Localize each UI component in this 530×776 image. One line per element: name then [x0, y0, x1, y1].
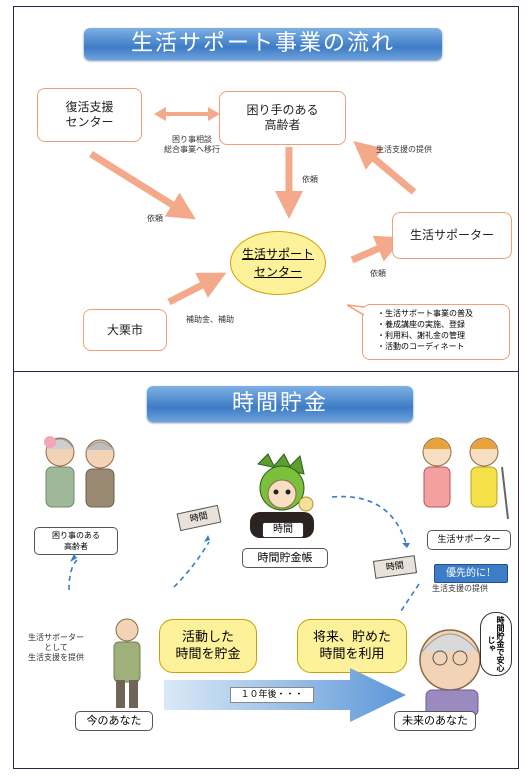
subsidy-note: 補助金、補助	[186, 315, 234, 324]
left-caption-line1: 生活サポーター	[28, 633, 84, 642]
years-later-label: １０年後・・・	[230, 687, 314, 703]
passbook-word: 時間	[262, 522, 304, 538]
transfer-note-line1: 困り事相談	[172, 135, 212, 144]
task-item: 生活サポート事業の普及	[377, 308, 503, 319]
request-note-left: 依頼	[147, 214, 163, 223]
dashed-flow-lines	[68, 495, 420, 615]
bubble-pointer	[347, 304, 365, 316]
supporter-box: 生活サポーター	[392, 212, 512, 259]
elderly-label-line2: 高齢者	[64, 542, 88, 551]
current-you-illustration	[113, 618, 141, 708]
passbook-label: 時間貯金帳	[242, 548, 328, 568]
reactivation-center-line1: 復活支援	[65, 100, 114, 114]
transfer-note: 困り事相談 総合事業へ移行	[164, 135, 220, 155]
center-tasks-bubble: 生活サポート事業の普及 養成講座の実施、登録 利用料、謝礼金の管理 活動のコーデ…	[362, 304, 510, 360]
request-note-right: 依頼	[370, 269, 386, 278]
provide-support-text: 生活支援の提供	[432, 584, 488, 593]
reactivation-center-box: 復活支援 センター	[37, 88, 142, 142]
task-item: 活動のコーディネート	[377, 341, 503, 352]
transfer-note-line2: 総合事業へ移行	[164, 145, 220, 154]
city-box: 大栗市	[83, 309, 167, 351]
arrow-center-to-supporter	[350, 235, 404, 264]
request-note-top: 依頼	[302, 175, 318, 184]
arrow-supporter-to-elderly	[353, 140, 417, 195]
speech-bubble: 時間貯金で安心じゃ	[480, 612, 512, 676]
left-caption: 生活サポーター として 生活支援を提供	[28, 633, 84, 663]
elderly-box: 困り手のある 高齢者	[219, 91, 346, 145]
use-time-bubble: 将来、貯めた 時間を利用	[297, 619, 407, 673]
you-future-label: 未来のあなた	[394, 711, 476, 731]
provide-note: 生活支援の提供	[376, 145, 432, 154]
left-caption-line2: として	[44, 643, 68, 652]
you-now-label: 今のあなた	[75, 711, 153, 731]
double-arrow-left	[154, 107, 166, 121]
saved-bubble-line2: 時間を貯金	[175, 647, 241, 662]
dashed-arrow-right	[331, 495, 408, 548]
supporters-illustration	[422, 437, 509, 520]
dashed-arrow-down	[398, 583, 420, 615]
elderly-label-line1: 困り事のある	[52, 531, 100, 540]
use-bubble-line1: 将来、貯めた	[312, 630, 391, 645]
support-center-line2: センター	[253, 265, 302, 279]
time-savings-panel: 時間貯金 困り事のある 高齢者 時間 時間貯金帳 時間 時間	[13, 371, 519, 769]
dashed-arrow-to-elderly	[68, 559, 78, 591]
elderly-label: 困り事のある 高齢者	[34, 527, 118, 555]
flow-title: 生活サポート事業の流れ	[84, 28, 442, 60]
support-center-line1: 生活サポート	[241, 247, 314, 261]
flow-panel: 生活サポート事業の流れ 復活支援 センター 困り手のある 高齢者 困り事相談 総…	[13, 6, 519, 373]
reactivation-center-line2: センター	[65, 115, 114, 129]
task-item: 利用料、謝礼金の管理	[377, 330, 503, 341]
dashed-arrow-left-up	[173, 541, 210, 588]
priority-badge: 優先的に！	[434, 564, 508, 583]
savings-title: 時間貯金	[147, 386, 413, 422]
left-caption-line3: 生活支援を提供	[28, 653, 84, 662]
elderly-couple-illustration	[44, 436, 115, 508]
use-bubble-line2: 時間を利用	[319, 647, 385, 662]
double-arrow-right	[208, 107, 220, 121]
supporter-label: 生活サポーター	[427, 530, 511, 550]
elderly-line2: 高齢者	[264, 118, 301, 132]
arrow-city-to-center	[167, 272, 227, 306]
support-center-ellipse: 生活サポート センター	[230, 231, 326, 295]
task-item: 養成講座の実施、登録	[377, 319, 503, 330]
saved-time-bubble: 活動した 時間を貯金	[159, 619, 257, 673]
future-you-illustration	[419, 629, 481, 717]
arrow-reactivation-to-center	[89, 151, 196, 220]
saved-bubble-line1: 活動した	[181, 630, 234, 645]
flow-arrows	[89, 107, 417, 306]
elderly-line1: 困り手のある	[246, 103, 319, 117]
